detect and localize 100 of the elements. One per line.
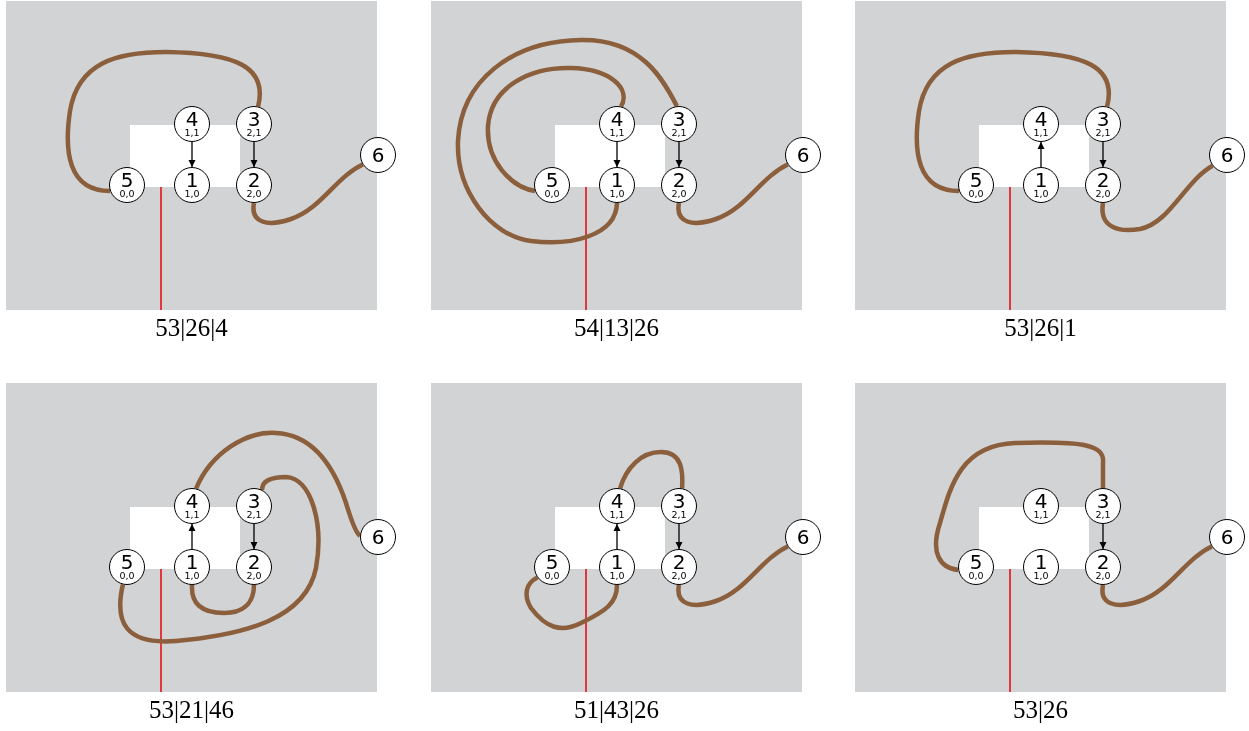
vertex-number: 4 [185,111,199,128]
vertex-circle [534,167,570,203]
vertex-coordinate: 0,0 [119,571,135,580]
vertex-number: 1 [610,172,624,189]
curved-strand [1100,544,1213,608]
vertex-circle [534,549,570,585]
vertex-coordinate: 0,0 [544,189,560,198]
vertex-number: 4 [1034,493,1048,510]
curved-strand [617,449,685,489]
vertex-coordinate: 2,0 [671,189,687,198]
arrow [188,141,196,168]
vertex-circle [599,106,635,142]
vertex-coordinate: 1,0 [1033,189,1049,198]
vertex-number: 5 [545,172,559,189]
vertex-circle [1023,106,1059,142]
vertex-circle [174,488,210,524]
vertex-number: 3 [672,493,686,510]
panel-caption: 53|26|4 [155,313,228,343]
vertex-circle [1085,488,1121,524]
vertex-circle [360,137,396,173]
vertex-number: 5 [969,172,983,189]
vertex-number: 6 [1220,528,1234,546]
vertex-circle [661,106,697,142]
vertex-coordinate: 2,0 [671,571,687,580]
vertex-number: 5 [120,172,134,189]
vertex-number: 4 [1034,111,1048,128]
vertex-number: 2 [1096,172,1110,189]
arrow [675,141,683,168]
arrow [1099,141,1107,168]
vertex-number: 1 [185,172,199,189]
vertex-circle [236,167,272,203]
vertex-circle [1085,167,1121,203]
panel-caption: 53|26 [1013,695,1068,725]
panel-caption: 51|43|26 [574,695,659,725]
vertex-circle [174,106,210,142]
vertex-number: 6 [1220,146,1234,164]
vertex-number: 1 [1034,172,1048,189]
vertex-number: 2 [247,554,261,571]
vertex-number: 5 [120,554,134,571]
arrow [250,523,258,550]
vertex-number: 4 [185,493,199,510]
vertex-coordinate: 2,1 [1095,510,1111,519]
vertex-number: 2 [247,172,261,189]
vertex-coordinate: 2,1 [246,510,262,519]
vertex-circle [958,167,994,203]
vertex-number: 3 [247,493,261,510]
vertex-number: 3 [1096,493,1110,510]
vertex-circle [1085,106,1121,142]
arrow [613,523,621,550]
vertex-number: 5 [969,554,983,571]
vertex-coordinate: 1,0 [609,189,625,198]
vertex-circle [785,137,821,173]
vertex-number: 1 [1034,554,1048,571]
vertex-coordinate: 2,0 [246,571,262,580]
arrow [250,141,258,168]
vertex-number: 6 [796,146,810,164]
vertex-circle [174,167,210,203]
vertex-circle [599,549,635,585]
vertex-coordinate: 2,1 [671,510,687,519]
vertex-number: 3 [672,111,686,128]
arrow [1037,141,1045,168]
vertex-circle [1209,137,1245,173]
vertex-circle [236,549,272,585]
vertex-number: 4 [610,493,624,510]
vertex-coordinate: 2,0 [1095,189,1111,198]
vertex-coordinate: 2,1 [671,128,687,137]
curved-strand [65,49,262,194]
vertex-circle [661,167,697,203]
vertex-number: 4 [610,111,624,128]
vertex-circle [599,167,635,203]
vertex-number: 3 [1096,111,1110,128]
vertex-coordinate: 1,1 [1033,510,1049,519]
vertex-circle [109,167,145,203]
curved-strand [676,162,789,226]
arrow [613,141,621,168]
vertex-coordinate: 0,0 [119,189,135,198]
vertex-circle [661,549,697,585]
vertex-circle [1209,519,1245,555]
vertex-coordinate: 1,0 [184,189,200,198]
vertex-coordinate: 2,0 [1095,571,1111,580]
vertex-number: 2 [672,554,686,571]
vertex-coordinate: 2,1 [1095,128,1111,137]
vertex-circle [785,519,821,555]
vertex-circle [1023,488,1059,524]
vertex-circle [360,519,396,555]
vertex-coordinate: 1,0 [184,571,200,580]
vertex-coordinate: 2,1 [246,128,262,137]
vertex-circle [661,488,697,524]
vertex-circle [958,549,994,585]
vertex-coordinate: 1,0 [1033,571,1049,580]
vertex-circle [109,549,145,585]
panel-caption: 53|26|1 [1004,313,1077,343]
arrow [188,523,196,550]
curved-strand [676,544,789,608]
vertex-coordinate: 0,0 [968,189,984,198]
panel-caption: 54|13|26 [574,313,659,343]
vertex-number: 6 [796,528,810,546]
vertex-coordinate: 1,1 [1033,128,1049,137]
vertex-coordinate: 1,1 [609,510,625,519]
curved-strand [194,430,362,538]
